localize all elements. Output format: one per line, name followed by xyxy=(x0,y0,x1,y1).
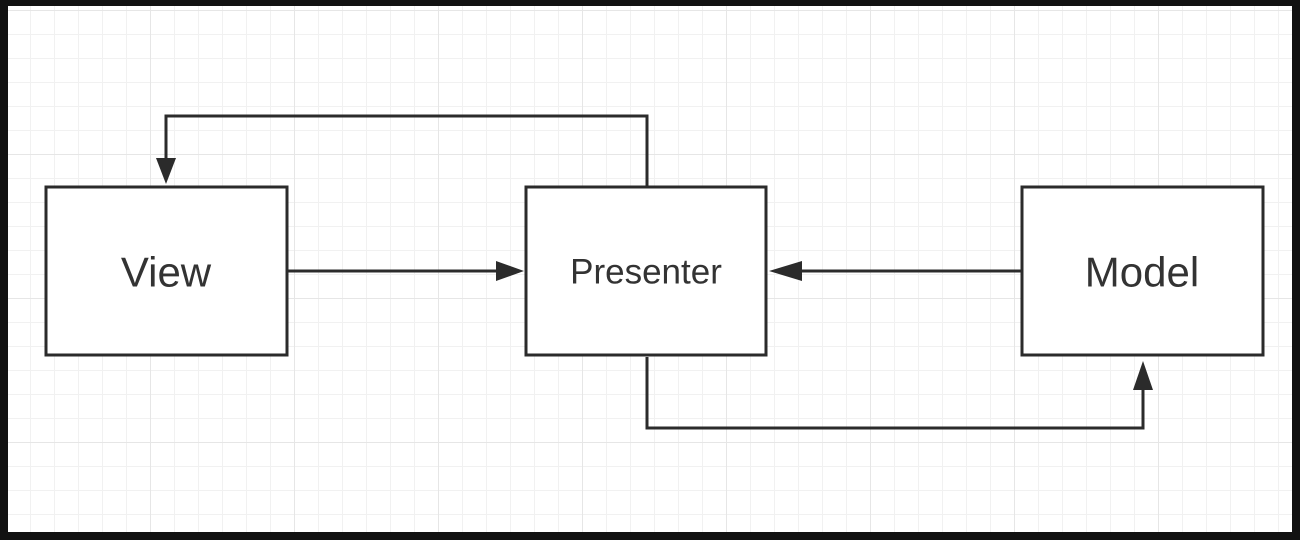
arrowhead-into-model xyxy=(1133,361,1153,390)
arrowhead-into-presenter-right xyxy=(769,261,802,281)
model-label: Model xyxy=(1085,249,1199,296)
view-node[interactable]: View xyxy=(44,185,289,357)
presenter-label: Presenter xyxy=(570,253,722,292)
model-node[interactable]: Model xyxy=(1020,185,1265,357)
edge-presenter-to-model xyxy=(645,357,1145,430)
view-label: View xyxy=(121,249,212,296)
presenter-node[interactable]: Presenter xyxy=(524,185,768,357)
view-box xyxy=(44,185,289,357)
arrowhead-into-view xyxy=(156,158,176,184)
model-box xyxy=(1020,185,1265,357)
edge-presenter-to-view xyxy=(164,114,649,186)
arrowhead-into-presenter-left xyxy=(496,261,524,281)
presenter-box xyxy=(524,185,768,357)
